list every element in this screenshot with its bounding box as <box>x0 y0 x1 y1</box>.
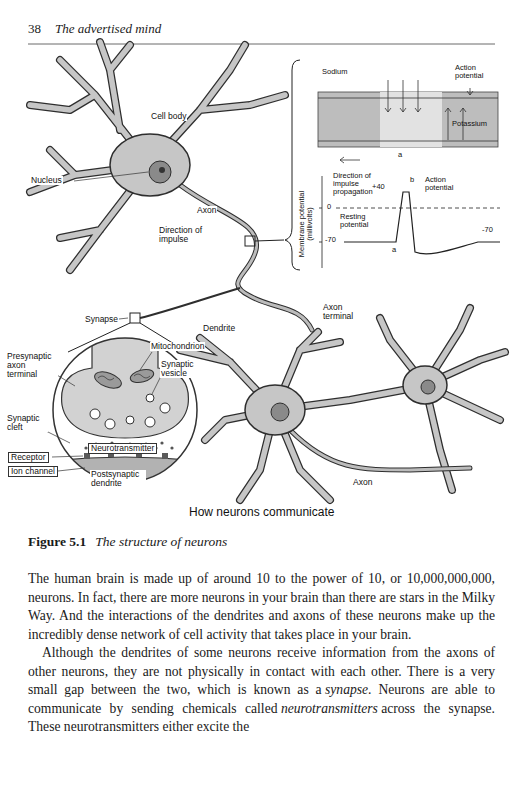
membrane-inset-panel: SodiumAction potentialPotassiumabDirecti… <box>292 58 502 273</box>
part-label: Axon <box>352 478 373 487</box>
marker-squares-part <box>255 240 284 241</box>
part-label: Receptor <box>8 452 49 463</box>
graph-label: Action potential <box>425 176 469 192</box>
neuron-cells-part <box>30 42 505 500</box>
neuron-cells-part <box>110 134 190 196</box>
graph-label: +40 <box>372 183 385 191</box>
synapse-inset-part-part <box>105 419 115 429</box>
running-head: The advertised mind <box>55 22 161 36</box>
membrane-inset-part-part <box>318 98 498 99</box>
neuron-cells-part <box>245 385 305 435</box>
part-label: Axon <box>196 206 217 215</box>
membrane-inset-part-part <box>319 242 322 243</box>
neuron-cells-part <box>271 403 289 421</box>
synapse-inset-part-part <box>126 416 134 424</box>
part-label: Postsynaptic dendrite <box>90 470 146 488</box>
figure-number: Figure 5.1 <box>28 534 86 549</box>
synapse-inset-part-part <box>90 409 100 419</box>
neuron-cells-part <box>149 161 171 183</box>
synapse-inset-part-part <box>92 369 123 392</box>
part-label: Nucleus <box>30 176 63 185</box>
part-label: Direction of impulse <box>158 226 218 244</box>
neuron-cells-part <box>180 185 470 470</box>
membrane-inset-part-part <box>319 208 322 209</box>
membrane-inset-part-part <box>400 80 406 112</box>
part-label: Neurotransmitter <box>88 443 157 454</box>
synapse-inset-part-part <box>146 394 154 402</box>
neuron-cells-part <box>403 366 447 404</box>
graph-label: b <box>410 176 414 184</box>
membrane-inset-part-part <box>322 176 323 268</box>
part-label: Synaptic vesicle <box>160 360 202 378</box>
part-label: Dendrite <box>202 324 236 333</box>
graph-label: Sodium <box>322 68 347 76</box>
graph-label: Action potential <box>455 64 495 80</box>
leader-lines-part <box>74 172 148 181</box>
membrane-inset-part-part <box>467 88 473 95</box>
graph-label: -70 <box>482 226 493 234</box>
membrane-inset-part <box>318 92 498 147</box>
membrane-inset <box>318 80 500 268</box>
marker-squares-part <box>245 236 255 246</box>
leader-lines-part <box>58 468 85 471</box>
part-label: Axon terminal <box>322 303 366 321</box>
graph-label: a <box>392 246 396 254</box>
part-label: Synapse <box>84 315 119 324</box>
synapse-inset-part-part <box>145 417 155 427</box>
axis-label: Membrane potential (millivolts) <box>298 179 316 269</box>
caption-row: Figure 5.1 The structure of neurons <box>28 534 495 550</box>
membrane-inset-part <box>318 80 498 163</box>
part-label: Cell body <box>150 112 187 121</box>
synapse-inset <box>40 330 210 492</box>
neuron-cells-part <box>30 42 505 500</box>
neuron-cells-part <box>140 288 240 318</box>
neuron-cells <box>30 42 505 500</box>
membrane-inset-part-part <box>318 141 498 142</box>
graph-label: 0 <box>327 203 331 211</box>
leader-lines-part <box>52 456 83 457</box>
leader-lines-part <box>119 318 128 319</box>
body-paragraph: Although the dendrites of some neurons r… <box>28 644 495 737</box>
synapse-inset-part <box>40 330 210 492</box>
figure-subtitle: How neurons communicate <box>189 506 334 519</box>
page-number: 38 <box>28 22 41 36</box>
graph-label: Potassium <box>452 120 487 128</box>
membrane-inset-part-part <box>385 80 391 112</box>
part-label: Synaptic cleft <box>6 414 48 432</box>
membrane-inset-part-part <box>415 80 421 112</box>
neuron-cells-part <box>159 167 165 173</box>
membrane-inset-part-part <box>445 108 451 140</box>
synapse-inset-part-part-part <box>160 441 163 444</box>
membrane-inset-part-part <box>340 157 360 163</box>
leader-lines-part <box>140 352 152 370</box>
leader-lines <box>44 172 162 471</box>
marker-squares-part <box>130 313 140 323</box>
synapse-inset-part-part-part <box>162 453 168 459</box>
graph-label: a <box>398 151 402 159</box>
synapse-inset-part-part <box>98 374 150 380</box>
graph-label: Resting potential <box>340 213 380 229</box>
synapse-inset-part-part <box>160 403 170 413</box>
neuron-cells-part <box>421 380 435 394</box>
part-label: Presynaptic axon terminal <box>6 352 58 380</box>
body-paragraph: The human brain is made up of around 10 … <box>28 570 495 644</box>
part-label: Mitochondrion <box>150 342 205 351</box>
synapse-inset-part-part-part <box>170 446 173 449</box>
membrane-inset-part <box>380 92 442 147</box>
neuron-cells-part <box>180 185 470 470</box>
graph-label: -70 <box>325 236 336 244</box>
part-label: Ion channel <box>8 466 58 477</box>
synapse-inset-part-part <box>40 457 210 492</box>
marker-squares <box>68 60 300 352</box>
membrane-inset-part-part <box>336 208 500 209</box>
figure-caption: The structure of neurons <box>95 534 227 549</box>
emphasis-term: synapse <box>325 682 368 697</box>
emphasis-term: neurotransmitters <box>281 701 378 716</box>
